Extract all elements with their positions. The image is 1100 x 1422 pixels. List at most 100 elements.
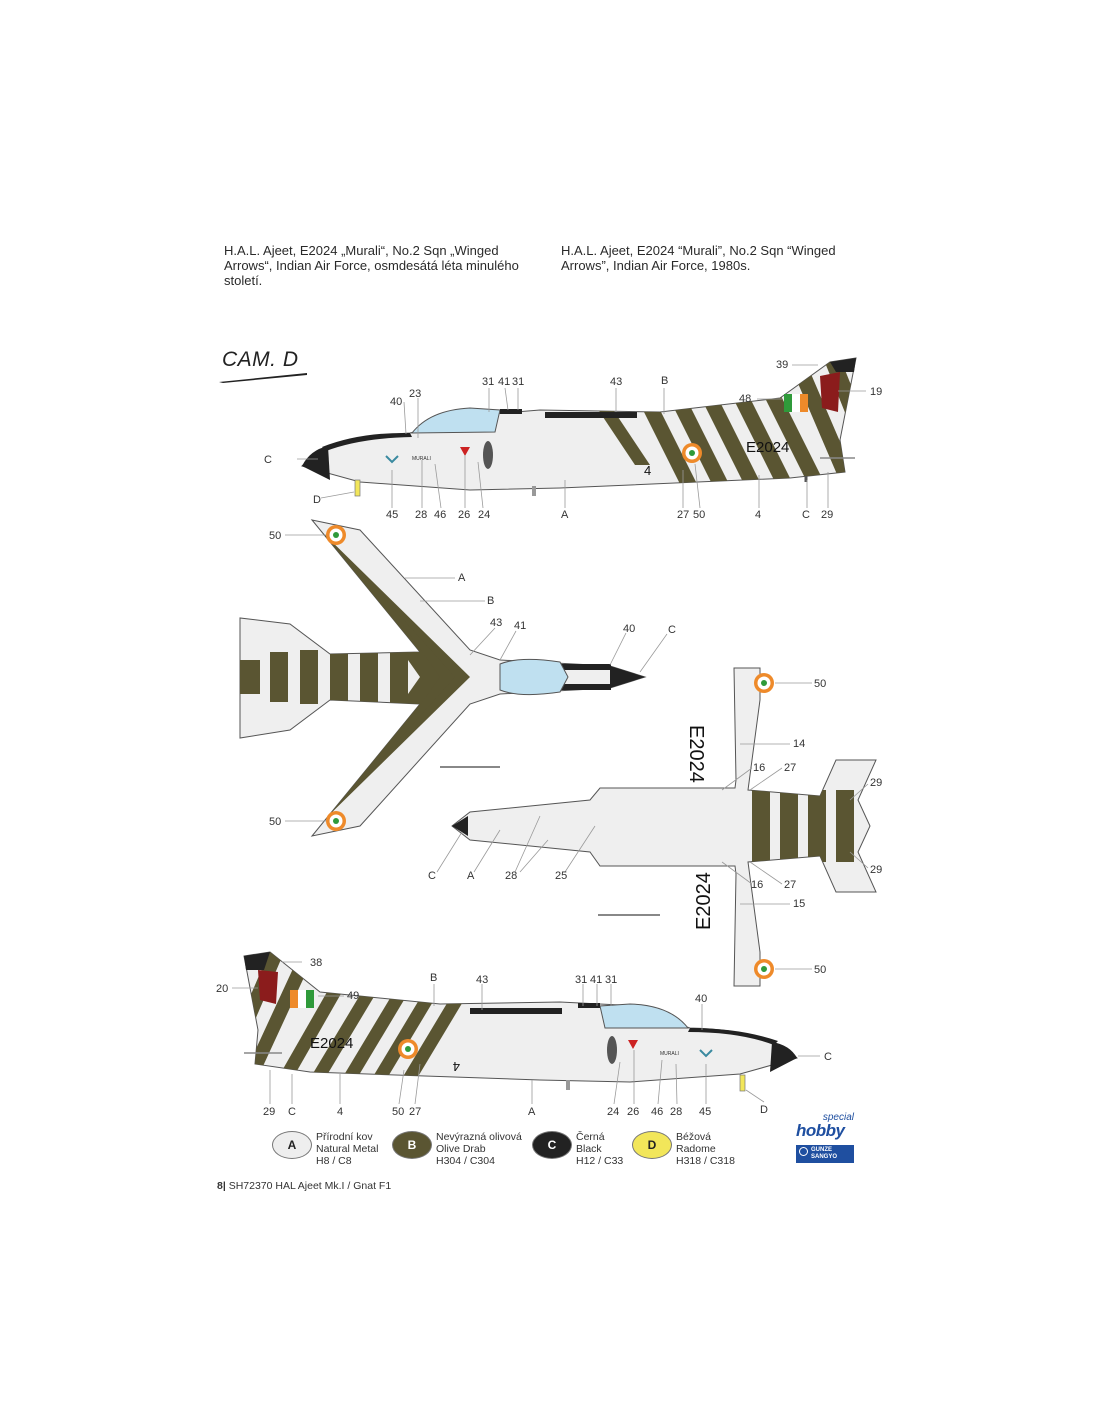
callout-48-top: 48 xyxy=(739,393,751,405)
callout-B-top: B xyxy=(661,375,668,387)
callout-50-top: 50 xyxy=(693,509,705,521)
callout-16a-under: 16 xyxy=(753,762,765,774)
callout-4-top: 4 xyxy=(755,509,761,521)
legend-item-b: B Nevýrazná olivová Olive Drab H304 / C3… xyxy=(392,1131,522,1167)
callout-20-bottom: 20 xyxy=(216,983,228,995)
callout-46-top: 46 xyxy=(434,509,446,521)
callout-45-bottom: 45 xyxy=(699,1106,711,1118)
callout-24-top: 24 xyxy=(478,509,490,521)
callout-29-bottom: 29 xyxy=(263,1106,275,1118)
legend-text-b: Nevýrazná olivová Olive Drab H304 / C304 xyxy=(436,1131,522,1167)
callout-4-bottom: 4 xyxy=(337,1106,343,1118)
callout-C-tail-bottom: C xyxy=(288,1106,296,1118)
callout-43-top: 43 xyxy=(610,376,622,388)
callout-50b-under: 50 xyxy=(814,964,826,976)
callout-24-bottom: 24 xyxy=(607,1106,619,1118)
callout-A-top: A xyxy=(561,509,569,521)
callout-26-top: 26 xyxy=(458,509,470,521)
callout-29-top: 29 xyxy=(821,509,833,521)
callout-41-bottom: 41 xyxy=(590,974,602,986)
legend-text-a: Přírodní kov Natural Metal H8 / C8 xyxy=(316,1131,379,1167)
profile-top-callouts: 40 23 31 41 31 43 B 39 48 19 C D 45 28 4… xyxy=(264,359,882,521)
roundel-top-wing-1 xyxy=(326,525,346,545)
callout-31b-bottom: 31 xyxy=(605,974,617,986)
underside-callouts: 50 14 16 27 29 29 16 27 15 50 C A 28 25 xyxy=(428,678,882,976)
legend-swatch-c: C xyxy=(532,1131,572,1159)
callout-45-top: 45 xyxy=(386,509,398,521)
callout-D-top: D xyxy=(313,494,321,506)
callout-A-plan: A xyxy=(458,572,466,584)
camouflage-title: CAM. D xyxy=(222,348,299,371)
callout-27a-under: 27 xyxy=(784,762,796,774)
callout-39-top: 39 xyxy=(776,359,788,371)
callout-28-under: 28 xyxy=(505,870,517,882)
callout-41-top: 41 xyxy=(498,376,510,388)
callout-27-top: 27 xyxy=(677,509,689,521)
legend-item-a: A Přírodní kov Natural Metal H8 / C8 xyxy=(272,1131,378,1167)
fuselage-number-top: 4 xyxy=(644,463,651,478)
legend-swatch-a: A xyxy=(272,1131,312,1159)
fuselage-name-top: MURALI xyxy=(412,456,431,462)
callout-C-plan: C xyxy=(668,624,676,636)
kit-code: SH72370 xyxy=(228,1180,273,1192)
callout-29b-under: 29 xyxy=(870,864,882,876)
fuselage-name-bottom: MURALI xyxy=(660,1051,679,1057)
callout-50b-plan: 50 xyxy=(269,816,281,828)
left-profile-view: MURALI E2024 4 40 23 31 41 31 43 B 39 48… xyxy=(264,357,882,521)
legend-swatch-d: D xyxy=(632,1131,672,1159)
callout-40-bottom: 40 xyxy=(695,993,707,1005)
page-number: 8| xyxy=(217,1180,226,1192)
callout-28-top: 28 xyxy=(415,509,427,521)
callout-50a-plan: 50 xyxy=(269,530,281,542)
callout-D-bottom: D xyxy=(760,1104,768,1116)
callout-38-bottom: 38 xyxy=(310,957,322,969)
callout-31b-top: 31 xyxy=(512,376,524,388)
callout-14-under: 14 xyxy=(793,738,805,750)
plan-view-callouts: 50 A B 43 41 40 C 50 xyxy=(269,530,676,828)
callout-B-bottom: B xyxy=(430,972,437,984)
callout-B-plan: B xyxy=(487,595,494,607)
profile-bottom-callouts: 38 20 49 B 43 31 41 31 40 C 29 C 4 50 27… xyxy=(216,957,832,1118)
legend-text-d: Béžová Radome H318 / C318 xyxy=(676,1131,735,1167)
caption-czech: H.A.L. Ajeet, E2024 „Murali“, No.2 Sqn „… xyxy=(224,243,519,288)
callout-28-bottom: 28 xyxy=(670,1106,682,1118)
legend-item-c: C Černá Black H12 / C33 xyxy=(532,1131,623,1167)
callout-46-bottom: 46 xyxy=(651,1106,663,1118)
callout-43-bottom: 43 xyxy=(476,974,488,986)
callout-26-bottom: 26 xyxy=(627,1106,639,1118)
callout-40-plan: 40 xyxy=(623,623,635,635)
callout-A-under: A xyxy=(467,870,475,882)
fuselage-number-bottom: 4 xyxy=(453,1059,460,1074)
underwing-serial-upper: E2024 xyxy=(685,725,707,783)
caption-english: H.A.L. Ajeet, E2024 “Murali”, No.2 Sqn “… xyxy=(561,243,836,273)
callout-31a-top: 31 xyxy=(482,376,494,388)
callout-C-nose-bottom: C xyxy=(824,1051,832,1063)
callout-C-under: C xyxy=(428,870,436,882)
logo-hobby-text: hobby xyxy=(796,1121,845,1140)
callout-43-plan: 43 xyxy=(490,617,502,629)
roundel-underwing-1 xyxy=(754,673,774,693)
callout-50-bottom: 50 xyxy=(392,1106,404,1118)
logo-special-text: special xyxy=(822,1112,854,1123)
legend-text-c: Černá Black H12 / C33 xyxy=(576,1131,624,1167)
callout-50a-under: 50 xyxy=(814,678,826,690)
callout-19-top: 19 xyxy=(870,386,882,398)
underside-view: E2024 E2024 50 14 16 27 29 29 16 27 15 5… xyxy=(428,667,882,987)
callout-49-bottom: 49 xyxy=(347,990,359,1002)
callout-A-bottom: A xyxy=(528,1106,536,1118)
callout-23-top: 23 xyxy=(409,388,421,400)
roundel-underwing-2 xyxy=(754,959,774,979)
callout-C-tail-top: C xyxy=(802,509,810,521)
callout-16b-under: 16 xyxy=(751,879,763,891)
underwing-serial-lower: E2024 xyxy=(693,872,715,930)
callout-C-nose-top: C xyxy=(264,454,272,466)
fuselage-serial-bottom: E2024 xyxy=(310,1035,353,1052)
page-footer: 8| SH72370 HAL Ajeet Mk.I / Gnat F1 xyxy=(217,1180,391,1192)
callout-31a-bottom: 31 xyxy=(575,974,587,986)
roundel-top-wing-2 xyxy=(326,811,346,831)
callout-27-bottom: 27 xyxy=(409,1106,421,1118)
callout-40-top: 40 xyxy=(390,396,402,408)
legend-item-d: D Béžová Radome H318 / C318 xyxy=(632,1131,735,1167)
callout-27b-under: 27 xyxy=(784,879,796,891)
